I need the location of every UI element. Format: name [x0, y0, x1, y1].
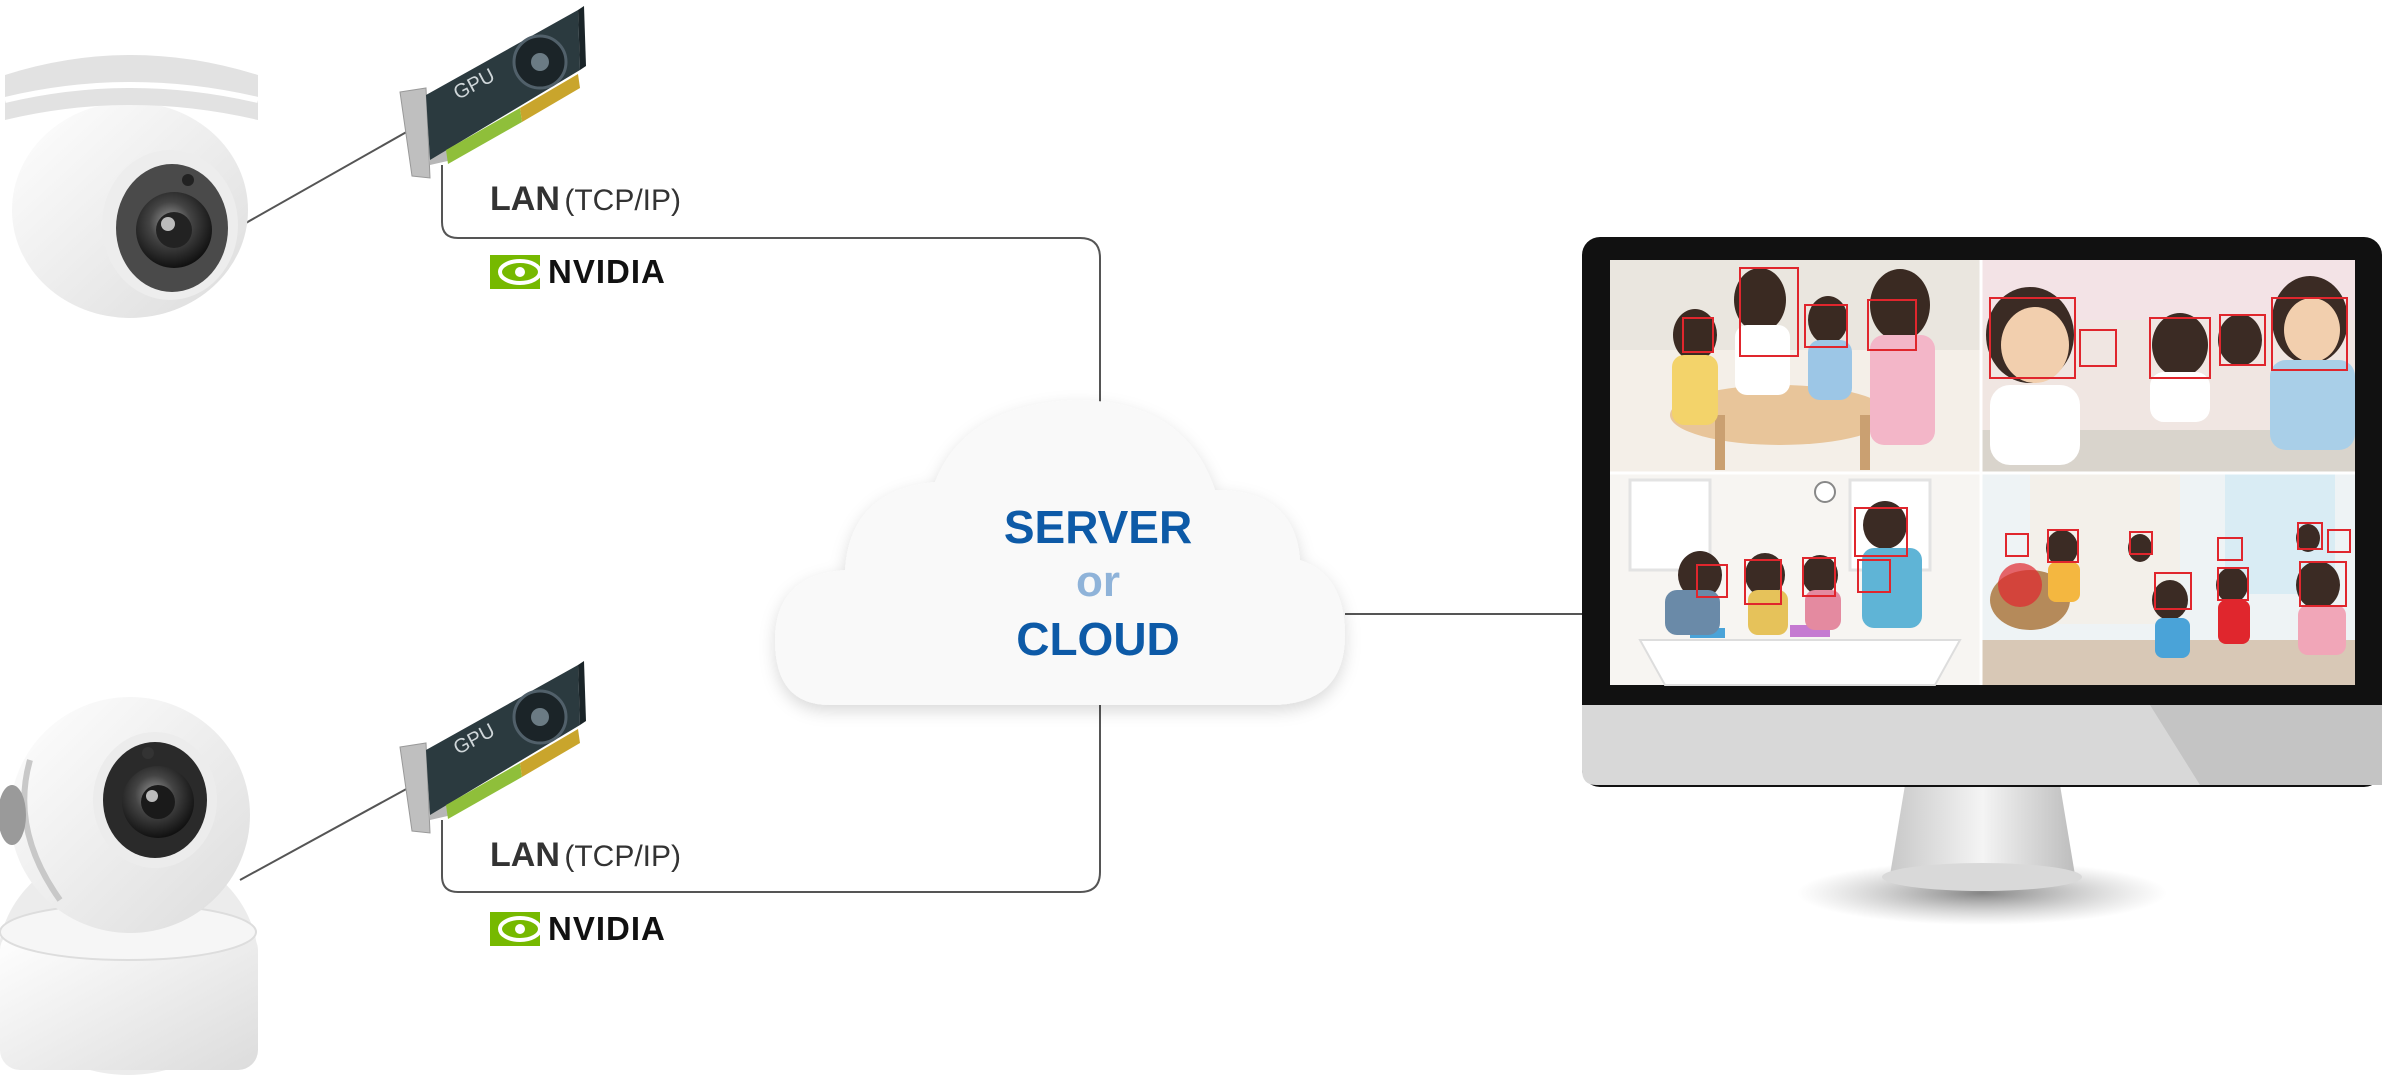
cloud-icon: [775, 400, 1345, 705]
video-feed-2: [1982, 260, 2355, 472]
nvidia-logo-2: NVIDIA: [540, 910, 666, 948]
video-feed-1: [1610, 260, 1980, 472]
lan-protocol-main-2: LAN: [490, 836, 560, 874]
line-cam2-gpu2: [239, 786, 411, 881]
nvidia-wordmark-1: NVIDIA: [548, 253, 666, 290]
line-cam1-gpu1: [229, 129, 411, 233]
video-wall: [1610, 260, 2355, 686]
connection-lines: [229, 129, 1585, 893]
gpu-card-2: GPU: [399, 661, 586, 834]
ptz-camera: [0, 697, 258, 1075]
video-feed-3: [1610, 474, 1980, 686]
dome-camera: [4, 55, 259, 318]
lan-protocol-sub-1: (TCP/IP): [564, 184, 682, 217]
nvidia-eye-icon-1: [490, 255, 542, 289]
gpu-card-1: GPU: [399, 6, 586, 179]
cloud-label-cloud: CLOUD: [1016, 613, 1180, 665]
nvidia-logo-1: NVIDIA: [540, 253, 666, 291]
cloud-label-or: or: [1076, 557, 1120, 606]
lan-protocol-sub-2: (TCP/IP): [564, 840, 682, 873]
cloud-label-server: SERVER: [1003, 501, 1193, 553]
lan-label-2: LAN (TCP/IP): [490, 836, 681, 875]
line-gpu2-cloud: [441, 705, 1101, 893]
video-feed-4: [1982, 474, 2355, 685]
line-gpu1-cloud: [441, 165, 1101, 405]
lan-protocol-main-1: LAN: [490, 180, 560, 218]
nvidia-wordmark-2: NVIDIA: [548, 910, 666, 947]
nvidia-eye-icon-2: [490, 912, 542, 946]
lan-label-1: LAN (TCP/IP): [490, 180, 681, 219]
